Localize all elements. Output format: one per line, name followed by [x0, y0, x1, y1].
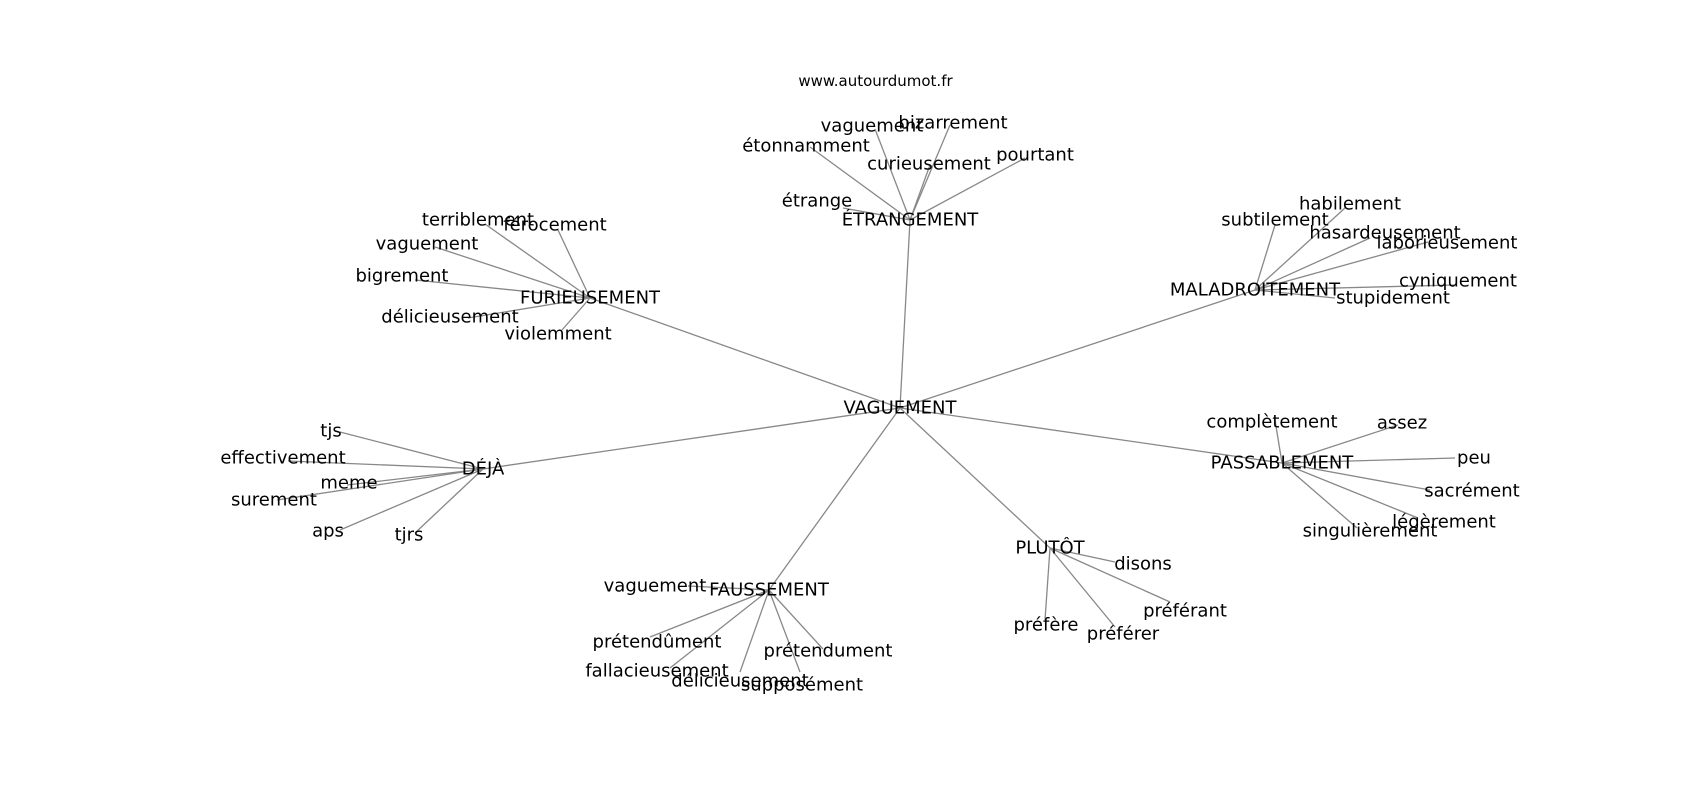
leaf-word[interactable]: meme [320, 473, 377, 494]
leaf-word[interactable]: habilement [1299, 194, 1401, 215]
center-word[interactable]: VAGUEMENT [843, 398, 957, 419]
edge-hub-to-word [414, 279, 591, 299]
leaf-word[interactable]: hasardeusement [1309, 223, 1460, 244]
leaf-word[interactable]: prétendument [764, 641, 893, 662]
hub-word[interactable]: MALADROITEMENT [1170, 280, 1341, 301]
leaf-word[interactable]: férocement [503, 215, 606, 236]
edge-center-to-hub [589, 297, 901, 409]
edge-hub-to-word [1281, 462, 1358, 529]
hub-word[interactable]: PLUTÔT [1015, 537, 1085, 559]
edge-hub-to-word [1254, 207, 1346, 291]
edge-hub-to-word [561, 297, 591, 331]
leaf-word[interactable]: tjrs [395, 525, 424, 546]
edge-hub-to-word [874, 128, 911, 221]
leaf-word[interactable]: vaguement [376, 234, 479, 255]
hub-word[interactable]: FAUSSEMENT [709, 580, 830, 601]
leaf-word[interactable]: étrange [782, 191, 852, 212]
edge-hub-to-word [1281, 457, 1456, 464]
edge-hub-to-word [909, 157, 1026, 221]
edge-hub-to-word [909, 164, 931, 221]
edge-hub-to-word [669, 589, 770, 669]
edge-hub-to-word [909, 124, 951, 221]
edge-hub-to-word [1281, 424, 1399, 464]
leaf-word[interactable]: effectivement [220, 448, 345, 469]
edge-hub-to-word [1254, 224, 1276, 291]
leaf-word[interactable]: supposément [741, 675, 863, 696]
leaf-word[interactable]: surement [231, 490, 317, 511]
edge-hub-to-word [339, 431, 484, 470]
edge-hub-to-word [434, 246, 591, 299]
leaf-word[interactable]: sacrément [1424, 481, 1519, 502]
edge-center-to-hub [899, 407, 1283, 464]
leaf-word[interactable]: bizarrement [898, 113, 1007, 134]
leaf-word[interactable]: subtilement [1221, 210, 1328, 231]
leaf-word[interactable]: laborieusement [1377, 233, 1518, 254]
leaf-word[interactable]: peu [1457, 448, 1491, 469]
site-url: www.autourdumot.fr [798, 72, 953, 90]
edge-hub-to-word [842, 207, 911, 221]
leaf-word[interactable]: complètement [1206, 412, 1337, 433]
edge-hub-to-word [739, 589, 770, 673]
edge-hub-to-word [1049, 547, 1171, 603]
leaf-word[interactable]: préférant [1143, 601, 1227, 622]
leaf-word[interactable]: curieusement [867, 154, 991, 175]
leaf-word[interactable]: fallacieusement [585, 661, 728, 682]
edge-hub-to-word [649, 589, 770, 638]
edge-hub-to-word [339, 468, 484, 531]
leaf-word[interactable]: légèrement [1392, 512, 1496, 533]
edge-center-to-hub [482, 407, 901, 470]
leaf-word[interactable]: pourtant [996, 145, 1074, 166]
edge-hub-to-word [1274, 419, 1283, 464]
leaf-word[interactable]: violemment [504, 324, 611, 345]
edge-hub-to-word [1254, 241, 1429, 291]
edge-hub-to-word [1049, 547, 1116, 628]
leaf-word[interactable]: bigrement [355, 266, 448, 287]
leaf-word[interactable]: délicieusement [381, 307, 518, 328]
edge-hub-to-word [1254, 284, 1456, 291]
leaf-word[interactable]: tjs [320, 421, 341, 442]
leaf-word[interactable]: singulièrement [1303, 521, 1438, 542]
leaf-word[interactable]: prétendûment [593, 632, 722, 653]
edge-hub-to-word [276, 468, 484, 501]
edge-center-to-hub [899, 289, 1256, 409]
leaf-word[interactable]: cyniquement [1399, 271, 1517, 292]
edge-hub-to-word [809, 146, 911, 221]
leaf-word[interactable]: préfère [1014, 615, 1079, 636]
edge-center-to-hub [768, 407, 901, 591]
edge-hub-to-word [768, 589, 824, 650]
edge-hub-to-word [414, 468, 484, 534]
edge-center-to-hub [899, 407, 1051, 549]
edge-center-to-hub [899, 219, 911, 409]
edge-hub-to-word [1281, 462, 1419, 519]
edge-hub-to-word [1049, 547, 1116, 563]
leaf-word[interactable]: disons [1114, 554, 1172, 575]
edge-hub-to-word [557, 229, 591, 299]
leaf-word[interactable]: délicieusement [671, 671, 808, 692]
leaf-word[interactable]: assez [1377, 413, 1427, 434]
leaf-word[interactable]: terriblement [422, 210, 534, 231]
edge-hub-to-word [346, 468, 484, 486]
leaf-word[interactable]: aps [312, 521, 344, 542]
hub-word[interactable]: ÉTRANGEMENT [842, 209, 980, 231]
edge-hub-to-word [287, 460, 484, 470]
leaf-word[interactable]: stupidement [1336, 288, 1450, 309]
hub-word[interactable]: PASSABLEMENT [1211, 453, 1355, 474]
left-clip-area [0, 0, 218, 800]
edge-hub-to-word [687, 585, 770, 591]
leaf-word[interactable]: étonnamment [742, 136, 870, 157]
leaf-word[interactable]: préférer [1087, 624, 1160, 645]
edge-hub-to-word [1281, 462, 1431, 491]
edge-hub-to-word [768, 589, 801, 673]
leaf-word[interactable]: vaguement [821, 116, 924, 137]
hub-word[interactable]: FURIEUSEMENT [520, 288, 661, 309]
hub-word[interactable]: DÉJÀ [462, 458, 505, 480]
edge-hub-to-word [1254, 289, 1336, 299]
edge-hub-to-word [484, 223, 591, 299]
edge-hub-to-word [1044, 547, 1051, 621]
edge-hub-to-word [467, 297, 591, 319]
leaf-word[interactable]: vaguement [604, 576, 707, 597]
edge-hub-to-word [1254, 237, 1371, 291]
